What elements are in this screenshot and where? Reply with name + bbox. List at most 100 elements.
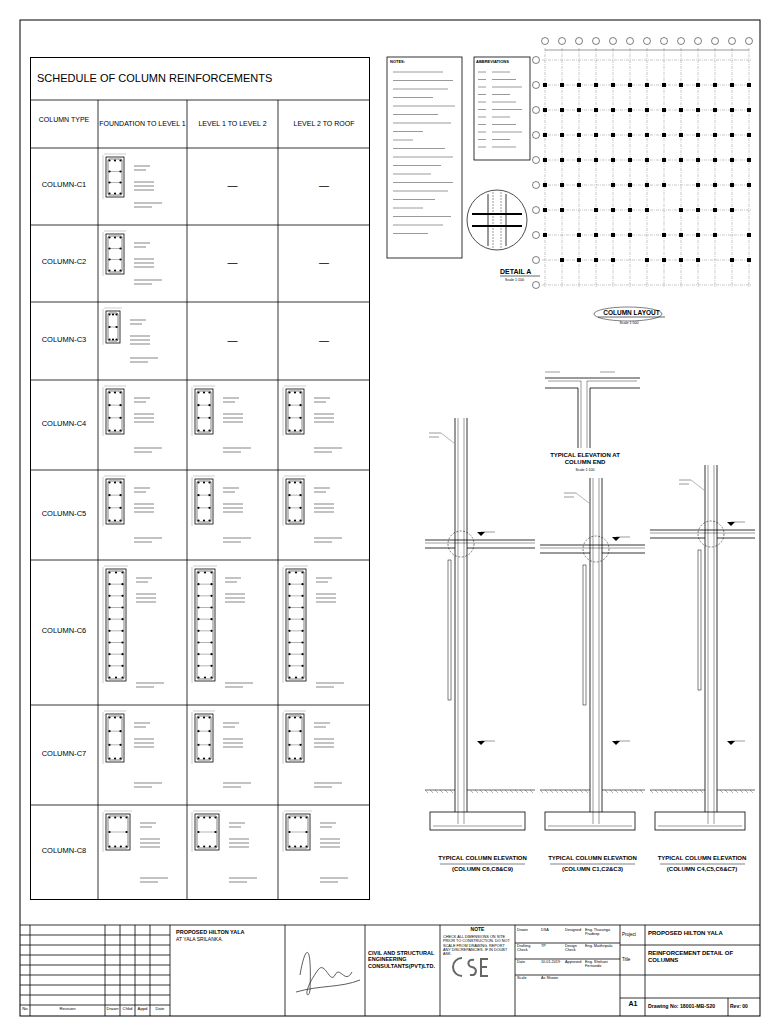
small-text-mark (478, 139, 486, 140)
small-text-mark (223, 397, 239, 398)
small-text-mark (429, 437, 439, 438)
ground-hatch (470, 790, 473, 793)
drawing-text: COLUMN-C1 (42, 180, 87, 189)
column-section (106, 157, 124, 197)
column-mark (696, 83, 700, 87)
drawing-text: Eng. Maithripala (585, 944, 612, 948)
grid-bubble (627, 38, 634, 45)
rebar-dot (119, 519, 121, 521)
footing (430, 812, 525, 830)
slab-line (650, 538, 705, 539)
rebar-dot (203, 845, 205, 847)
title-block-lines (20, 925, 760, 1016)
label-box: Approved (565, 960, 585, 964)
dimension-line (104, 476, 126, 477)
small-text-mark (314, 507, 334, 508)
small-text-mark (314, 746, 334, 747)
label-box: TYPICAL COLUMN ELEVATION (540, 855, 645, 862)
ground-hatch (560, 790, 563, 793)
ground-hatch (625, 790, 628, 793)
cross-link (197, 495, 211, 496)
small-text-mark (320, 877, 348, 878)
rebar-dot (108, 676, 110, 678)
grid-bubble (533, 182, 540, 189)
dimension-line (193, 386, 215, 387)
small-text-mark (134, 507, 154, 508)
small-text-mark (223, 503, 243, 504)
drawing-text: (COLUMN C1,C2&C3) (562, 866, 623, 872)
column-section (106, 814, 130, 850)
column-mark (628, 83, 632, 87)
ground-hatch (510, 790, 513, 793)
column-mark (628, 183, 632, 187)
column-mark (543, 208, 547, 212)
rebar-dot (197, 429, 199, 431)
label-box: 10.01.2019 (541, 960, 564, 964)
column-mark (611, 233, 615, 237)
small-text-mark (134, 283, 152, 284)
small-text-mark (223, 451, 241, 452)
rebar-dot (112, 313, 114, 315)
column-mark (730, 258, 734, 262)
grid-bubble (610, 38, 617, 45)
title-underline (660, 864, 745, 865)
small-text-mark (320, 838, 340, 839)
column-mark (645, 158, 649, 162)
cross-link (197, 607, 213, 608)
link-outline (288, 391, 302, 432)
column-mark (713, 133, 717, 137)
rebar-dot (119, 236, 121, 238)
column-mark (543, 158, 547, 162)
label-box: TYPICAL COLUMN ELEVATION (425, 855, 540, 862)
cross-link (108, 171, 122, 172)
label-box: Scale 1:100 (505, 278, 545, 282)
small-text-mark (134, 279, 162, 280)
small-text-mark (223, 746, 243, 747)
slab-line (425, 540, 535, 541)
small-text-mark (130, 319, 146, 320)
label-box: — (187, 335, 278, 347)
rebar-dot (114, 845, 116, 847)
column-mark (628, 158, 632, 162)
drawing-text: COLUMN-C5 (42, 509, 87, 518)
footing (545, 812, 635, 830)
grid-bubble (533, 107, 540, 114)
rebar-dot (305, 845, 307, 847)
label-box: Eng. Shehani Fernando (585, 960, 619, 969)
small-text-mark (393, 106, 455, 107)
rebar-dot (119, 159, 121, 161)
small-text-mark (393, 148, 445, 149)
rebar-dot (288, 676, 290, 678)
rebar-dot (210, 676, 212, 678)
dimension-line (103, 712, 104, 764)
cross-link (288, 731, 302, 732)
dimension-line (283, 387, 284, 436)
rebar-dot (288, 716, 290, 718)
dimension-line (103, 155, 104, 199)
drawing-text: Scale 1:500 (620, 321, 639, 325)
drawing-text: TYPICAL COLUMN ELEVATION (548, 855, 637, 861)
small-text-mark (223, 417, 243, 418)
ground-hatch (540, 790, 543, 793)
drawing-text: COLUMN-C3 (42, 335, 87, 344)
level-line (731, 741, 745, 742)
drawing-text: COLUMN TYPE (39, 116, 89, 123)
rebar-dot (294, 716, 296, 718)
small-text-mark (545, 372, 560, 373)
drawing-text: — (228, 180, 238, 191)
small-text-mark (429, 433, 441, 434)
small-text-mark (223, 786, 241, 787)
small-text-mark (320, 842, 340, 843)
label-box: REINFORCEMENT DETAIL OF COLUMNS (648, 950, 758, 964)
rebar-dot (294, 757, 296, 759)
cross-link (108, 182, 122, 183)
drawing-text: Title (622, 957, 630, 962)
rebar (472, 225, 522, 227)
column-mark (730, 133, 734, 137)
dimension-line (192, 712, 193, 764)
title-underline (550, 864, 635, 865)
slab-line (540, 545, 645, 546)
rebar-dot (299, 429, 301, 431)
slab-line (540, 553, 590, 554)
grid-bubble (533, 282, 540, 289)
